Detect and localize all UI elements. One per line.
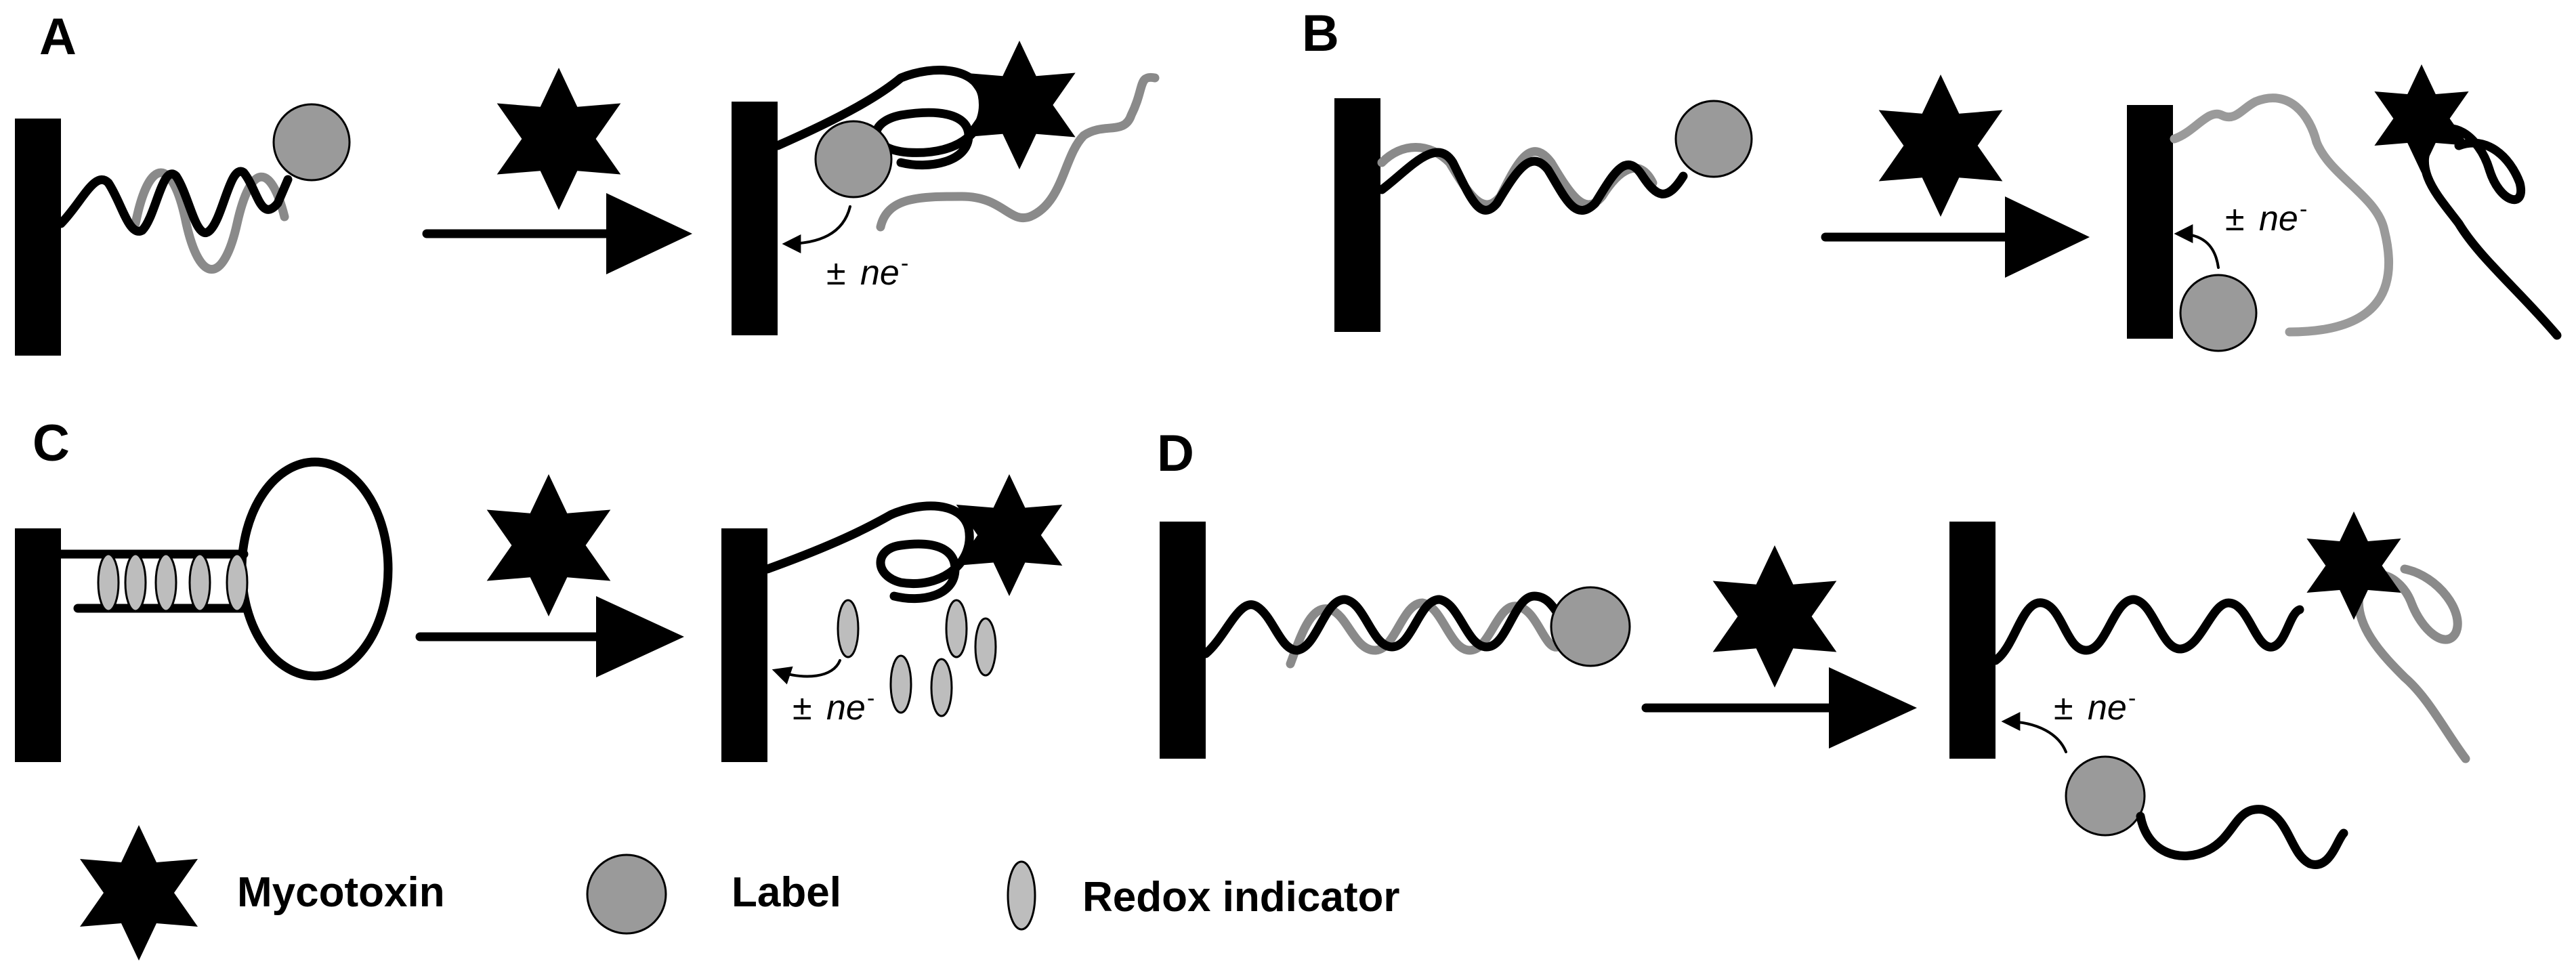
label-ball-a1 xyxy=(272,103,351,182)
panel-a: A ± ne - xyxy=(15,8,1160,356)
legend-mycotoxin-icon xyxy=(80,825,198,961)
pm-sign-a: ± xyxy=(826,253,846,293)
aptamer-strand-a1 xyxy=(56,167,293,237)
legend-redox-icon xyxy=(1007,860,1036,931)
panel-label-c: C xyxy=(33,415,70,472)
ne-superscript-a: - xyxy=(901,251,908,276)
aptamer-folded-d xyxy=(2354,564,2470,763)
electrode-c2 xyxy=(721,528,767,762)
pm-sign-d: ± xyxy=(2054,688,2073,728)
mycotoxin-star-d1 xyxy=(1712,545,1837,688)
mycotoxin-star-a1 xyxy=(497,68,621,211)
legend-redox-label: Redox indicator xyxy=(1082,874,1400,921)
aptamer-strand-b1 xyxy=(1377,148,1688,215)
label-ball-d2 xyxy=(2065,755,2146,837)
redox-indicator-c9 xyxy=(889,654,912,714)
legend-label-icon xyxy=(586,854,667,935)
panel-d: D ± ne - xyxy=(1157,425,2470,869)
legend-mycotoxin-label: Mycotoxin xyxy=(237,869,445,916)
panel-c: C ± ne - xyxy=(15,415,1063,762)
mycotoxin-star-c1 xyxy=(486,474,611,616)
reaction-arrowhead-a xyxy=(606,193,692,274)
electron-transfer-b: ± ne - xyxy=(2225,196,2307,238)
released-strand-a xyxy=(876,72,1160,232)
electrode-b2 xyxy=(2127,105,2173,339)
redox-probe-strand-b xyxy=(2170,93,2394,337)
reaction-arrowhead-c xyxy=(596,596,684,677)
redox-indicator-c4 xyxy=(188,553,211,612)
mycotoxin-star-b2 xyxy=(2374,64,2469,173)
electron-arc-a xyxy=(782,205,851,253)
reaction-arrowhead-d xyxy=(1829,667,1917,749)
label-ball-b2 xyxy=(2179,274,2258,352)
electrode-a2 xyxy=(732,102,778,335)
ne-superscript-d: - xyxy=(2128,686,2136,711)
redox-indicator-c1 xyxy=(97,553,120,612)
panel-b: B ± ne - xyxy=(1302,5,2562,352)
label-ball-a2 xyxy=(814,120,893,198)
electrode-d1 xyxy=(1160,522,1206,759)
ne-text-a: ne xyxy=(860,253,900,293)
electron-transfer-a: ± ne - xyxy=(826,251,908,293)
electrode-c1 xyxy=(15,528,61,762)
ne-superscript-b: - xyxy=(2300,196,2307,222)
electron-transfer-c: ± ne - xyxy=(793,686,874,728)
aptamer-folded-b xyxy=(2420,124,2562,340)
aptamer-strand-d1 xyxy=(1201,591,1576,658)
ne-text-b: ne xyxy=(2259,199,2298,238)
electrode-d2 xyxy=(1949,522,1996,759)
legend-label-label: Label xyxy=(732,869,841,916)
complementary-strand-a xyxy=(131,168,289,274)
released-strand-d xyxy=(2136,805,2348,869)
redox-indicator-c2 xyxy=(124,553,147,612)
hairpin-loop-c xyxy=(237,457,393,681)
pm-sign-c: ± xyxy=(793,688,812,728)
aptamer-folded-c xyxy=(763,501,974,604)
panel-label-a: A xyxy=(39,8,77,66)
ne-superscript-c: - xyxy=(867,686,874,711)
electron-arc-b xyxy=(2174,224,2220,269)
panel-label-b: B xyxy=(1302,5,1339,62)
electron-transfer-d: ± ne - xyxy=(2054,686,2136,728)
electrode-a1 xyxy=(15,119,61,356)
redox-indicator-c10 xyxy=(930,658,953,717)
legend: Mycotoxin Label Redox indicator xyxy=(80,825,1400,961)
redox-indicator-c6 xyxy=(837,599,860,658)
electron-arc-d xyxy=(2001,712,2067,753)
mycotoxin-star-d2 xyxy=(2306,511,2401,620)
redox-indicator-c7 xyxy=(945,599,968,658)
redox-indicator-c5 xyxy=(226,553,249,612)
pm-sign-b: ± xyxy=(2225,199,2245,238)
label-ball-b1 xyxy=(1674,100,1753,178)
panel-label-d: D xyxy=(1157,425,1194,482)
ne-text-c: ne xyxy=(826,688,866,728)
aptamer-strand-d2 xyxy=(1991,595,2304,665)
mycotoxin-star-b1 xyxy=(1878,75,2003,217)
redox-indicator-c3 xyxy=(154,553,177,612)
electrode-b1 xyxy=(1334,98,1380,332)
label-ball-d1 xyxy=(1550,586,1631,667)
redox-indicator-c8 xyxy=(974,617,997,677)
electron-arc-c xyxy=(772,659,841,685)
reaction-arrowhead-b xyxy=(2005,196,2090,278)
ne-text-d: ne xyxy=(2088,688,2127,728)
